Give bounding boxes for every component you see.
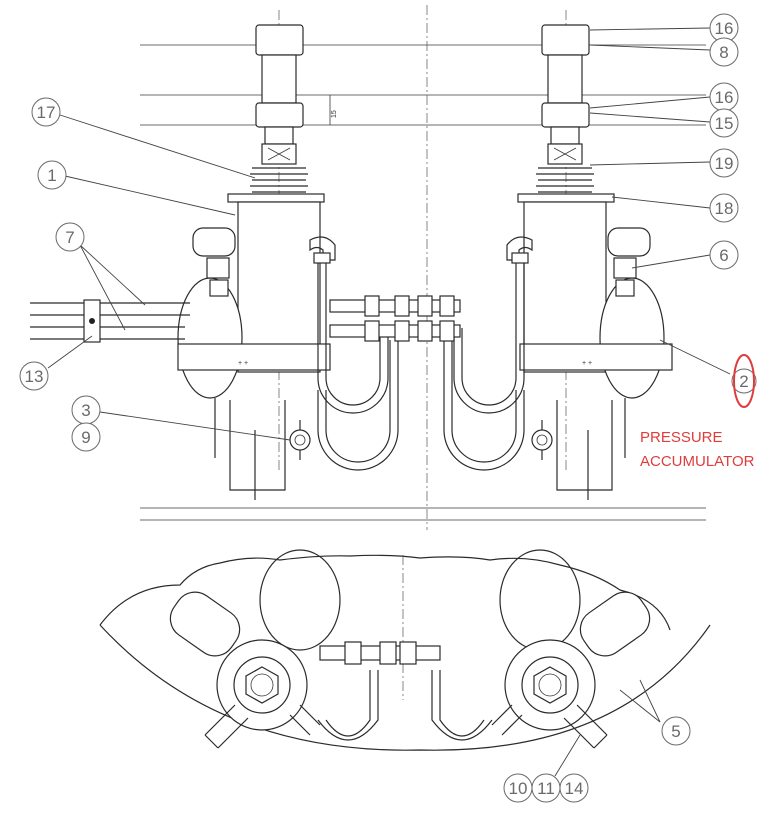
callout-18: 18 [709,193,739,223]
callout-number: 17 [37,103,56,122]
annotation-line-1: PRESSURE [640,429,723,446]
highlight-ring [733,354,755,408]
callout-number: 14 [565,779,584,798]
callout-number: 10 [509,779,528,798]
callout-2: 2 [731,354,757,408]
callout-8: 8 [709,37,739,67]
callout-number: 8 [719,43,728,62]
callout-number: 2 [739,372,748,391]
callout-number: 5 [671,722,680,741]
callout-9: 9 [71,422,101,452]
callout-number: 11 [537,779,555,798]
callout-14: 14 [559,773,589,803]
callout-5: 5 [661,716,691,746]
callout-11: 11 [531,773,561,803]
callout-13: 13 [19,361,49,391]
plan-view [99,549,711,751]
callout-number: 3 [81,401,90,420]
callout-17: 17 [31,97,61,127]
left-plan-unit [169,591,321,749]
callout-number: 6 [719,246,728,265]
callout-number: 15 [715,114,734,133]
front-elevation-view: + + [30,5,706,530]
callout-16-middle: 16 [709,82,739,112]
dimension-15: 15 [329,95,338,125]
callout-19: 19 [709,148,739,178]
annotation-line-2: ACCUMULATOR [640,453,755,470]
callout-6: 6 [709,240,739,270]
left-pipes [30,299,190,343]
callout-number: 13 [25,367,44,386]
leader-lines [47,27,731,777]
svg-text:+ +: + + [238,360,248,367]
callout-number: 18 [715,199,734,218]
callout-number: 16 [715,19,734,38]
callout-1: 1 [37,160,67,190]
pressure-accumulator-annotation: PRESSURE ACCUMULATOR [640,429,755,470]
callout-number: 1 [47,166,56,185]
callout-3: 3 [71,395,101,425]
central-fittings [329,295,461,342]
right-plan-unit [491,591,651,749]
callout-16-top: 16 [709,13,739,43]
callout-number: 16 [715,88,734,107]
callout-number: 9 [81,428,90,447]
callout-number: 7 [65,228,74,247]
svg-text:+ +: + + [582,360,592,367]
dimension-label: 15 [331,110,338,118]
callout-number: 19 [715,154,734,173]
callout-15: 15 [709,108,739,138]
left-cylinder-assembly: + + [177,24,399,500]
callout-7: 7 [55,222,85,252]
right-cylinder-assembly: + + [443,24,673,500]
callout-10: 10 [503,773,533,803]
